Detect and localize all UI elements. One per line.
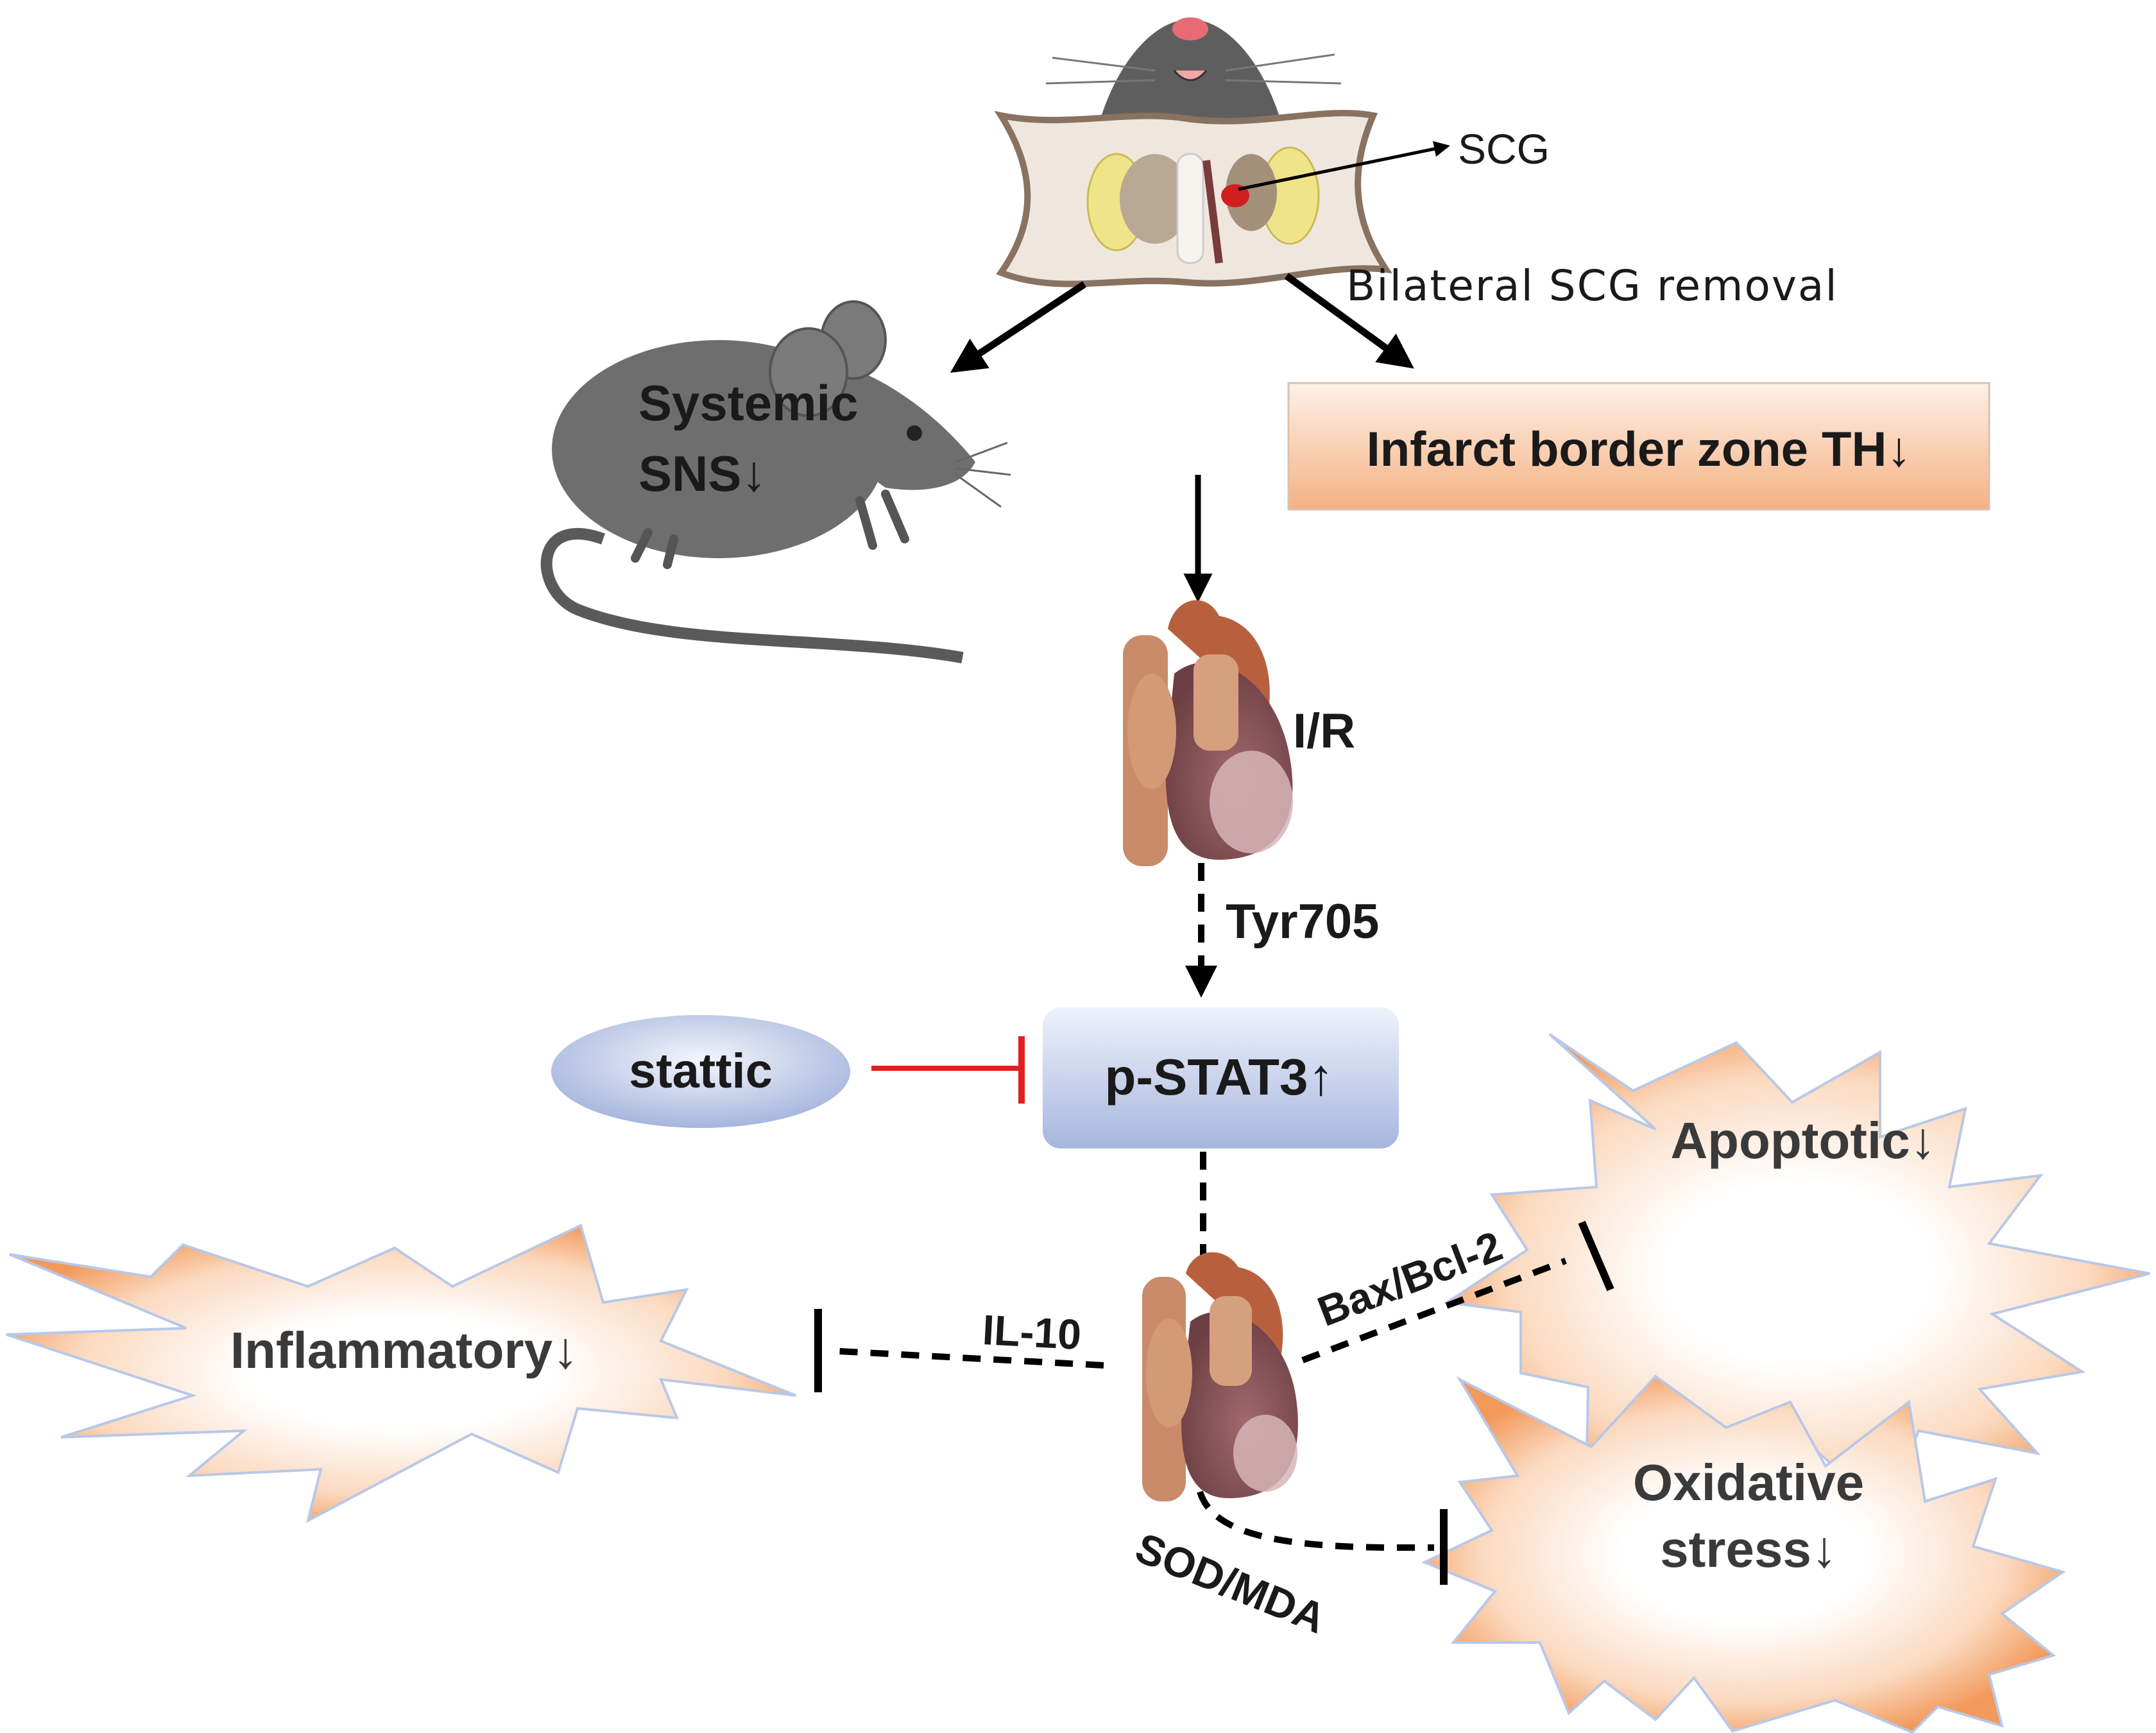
ir-label: I/R (1293, 704, 1355, 758)
tyr705-label: Tyr705 (1226, 894, 1379, 949)
scg-label: SCG (1458, 125, 1550, 173)
stattic-node (551, 1015, 850, 1128)
infarct-box (1287, 382, 1990, 511)
apoptotic-label: Apoptotic↓ (1670, 1112, 1935, 1169)
apoptotic-burst (1443, 1033, 2150, 1514)
sod-mda-label: SOD/MDA (1129, 1523, 1333, 1642)
arrow-to-mouse (950, 281, 1087, 373)
bax-bcl2-label: Bax/Bcl-2 (1311, 1222, 1508, 1335)
oxidative-label-line1: Oxidative (1633, 1454, 1864, 1511)
infarct-label: Infarct border zone TH↓ (1367, 422, 1912, 477)
pstat3-node (1043, 1007, 1399, 1148)
oxidative-label-line2: stress↓ (1660, 1521, 1837, 1578)
heart-icon (1142, 1252, 1298, 1501)
il10-inhibition-line (827, 1347, 1104, 1369)
arrow-to-infarct-box (1284, 273, 1414, 369)
mouse-icon (540, 300, 1011, 663)
oxidative-burst (1421, 1374, 2066, 1733)
sns-label: SNS↓ (638, 445, 766, 502)
bax-inhibition-line (1301, 1258, 1567, 1363)
il10-label: IL-10 (981, 1306, 1082, 1358)
pstat3-label: p-STAT3↑ (1105, 1048, 1334, 1106)
stattic-label: stattic (629, 1044, 773, 1098)
scg-removal-label: Bilateral SCG removal (1346, 261, 1838, 311)
dissected-mouse-icon (994, 17, 1393, 287)
scg-pointer-arrow (1238, 141, 1450, 191)
bax-inhibition-bar (1578, 1220, 1614, 1292)
sod-inhibition-line (1197, 1490, 1434, 1551)
systemic-label: Systemic (638, 375, 859, 431)
inflammatory-label: Inflammatory↓ (230, 1322, 578, 1379)
inflammatory-burst (6, 1224, 796, 1523)
heart-icon (1123, 600, 1293, 866)
